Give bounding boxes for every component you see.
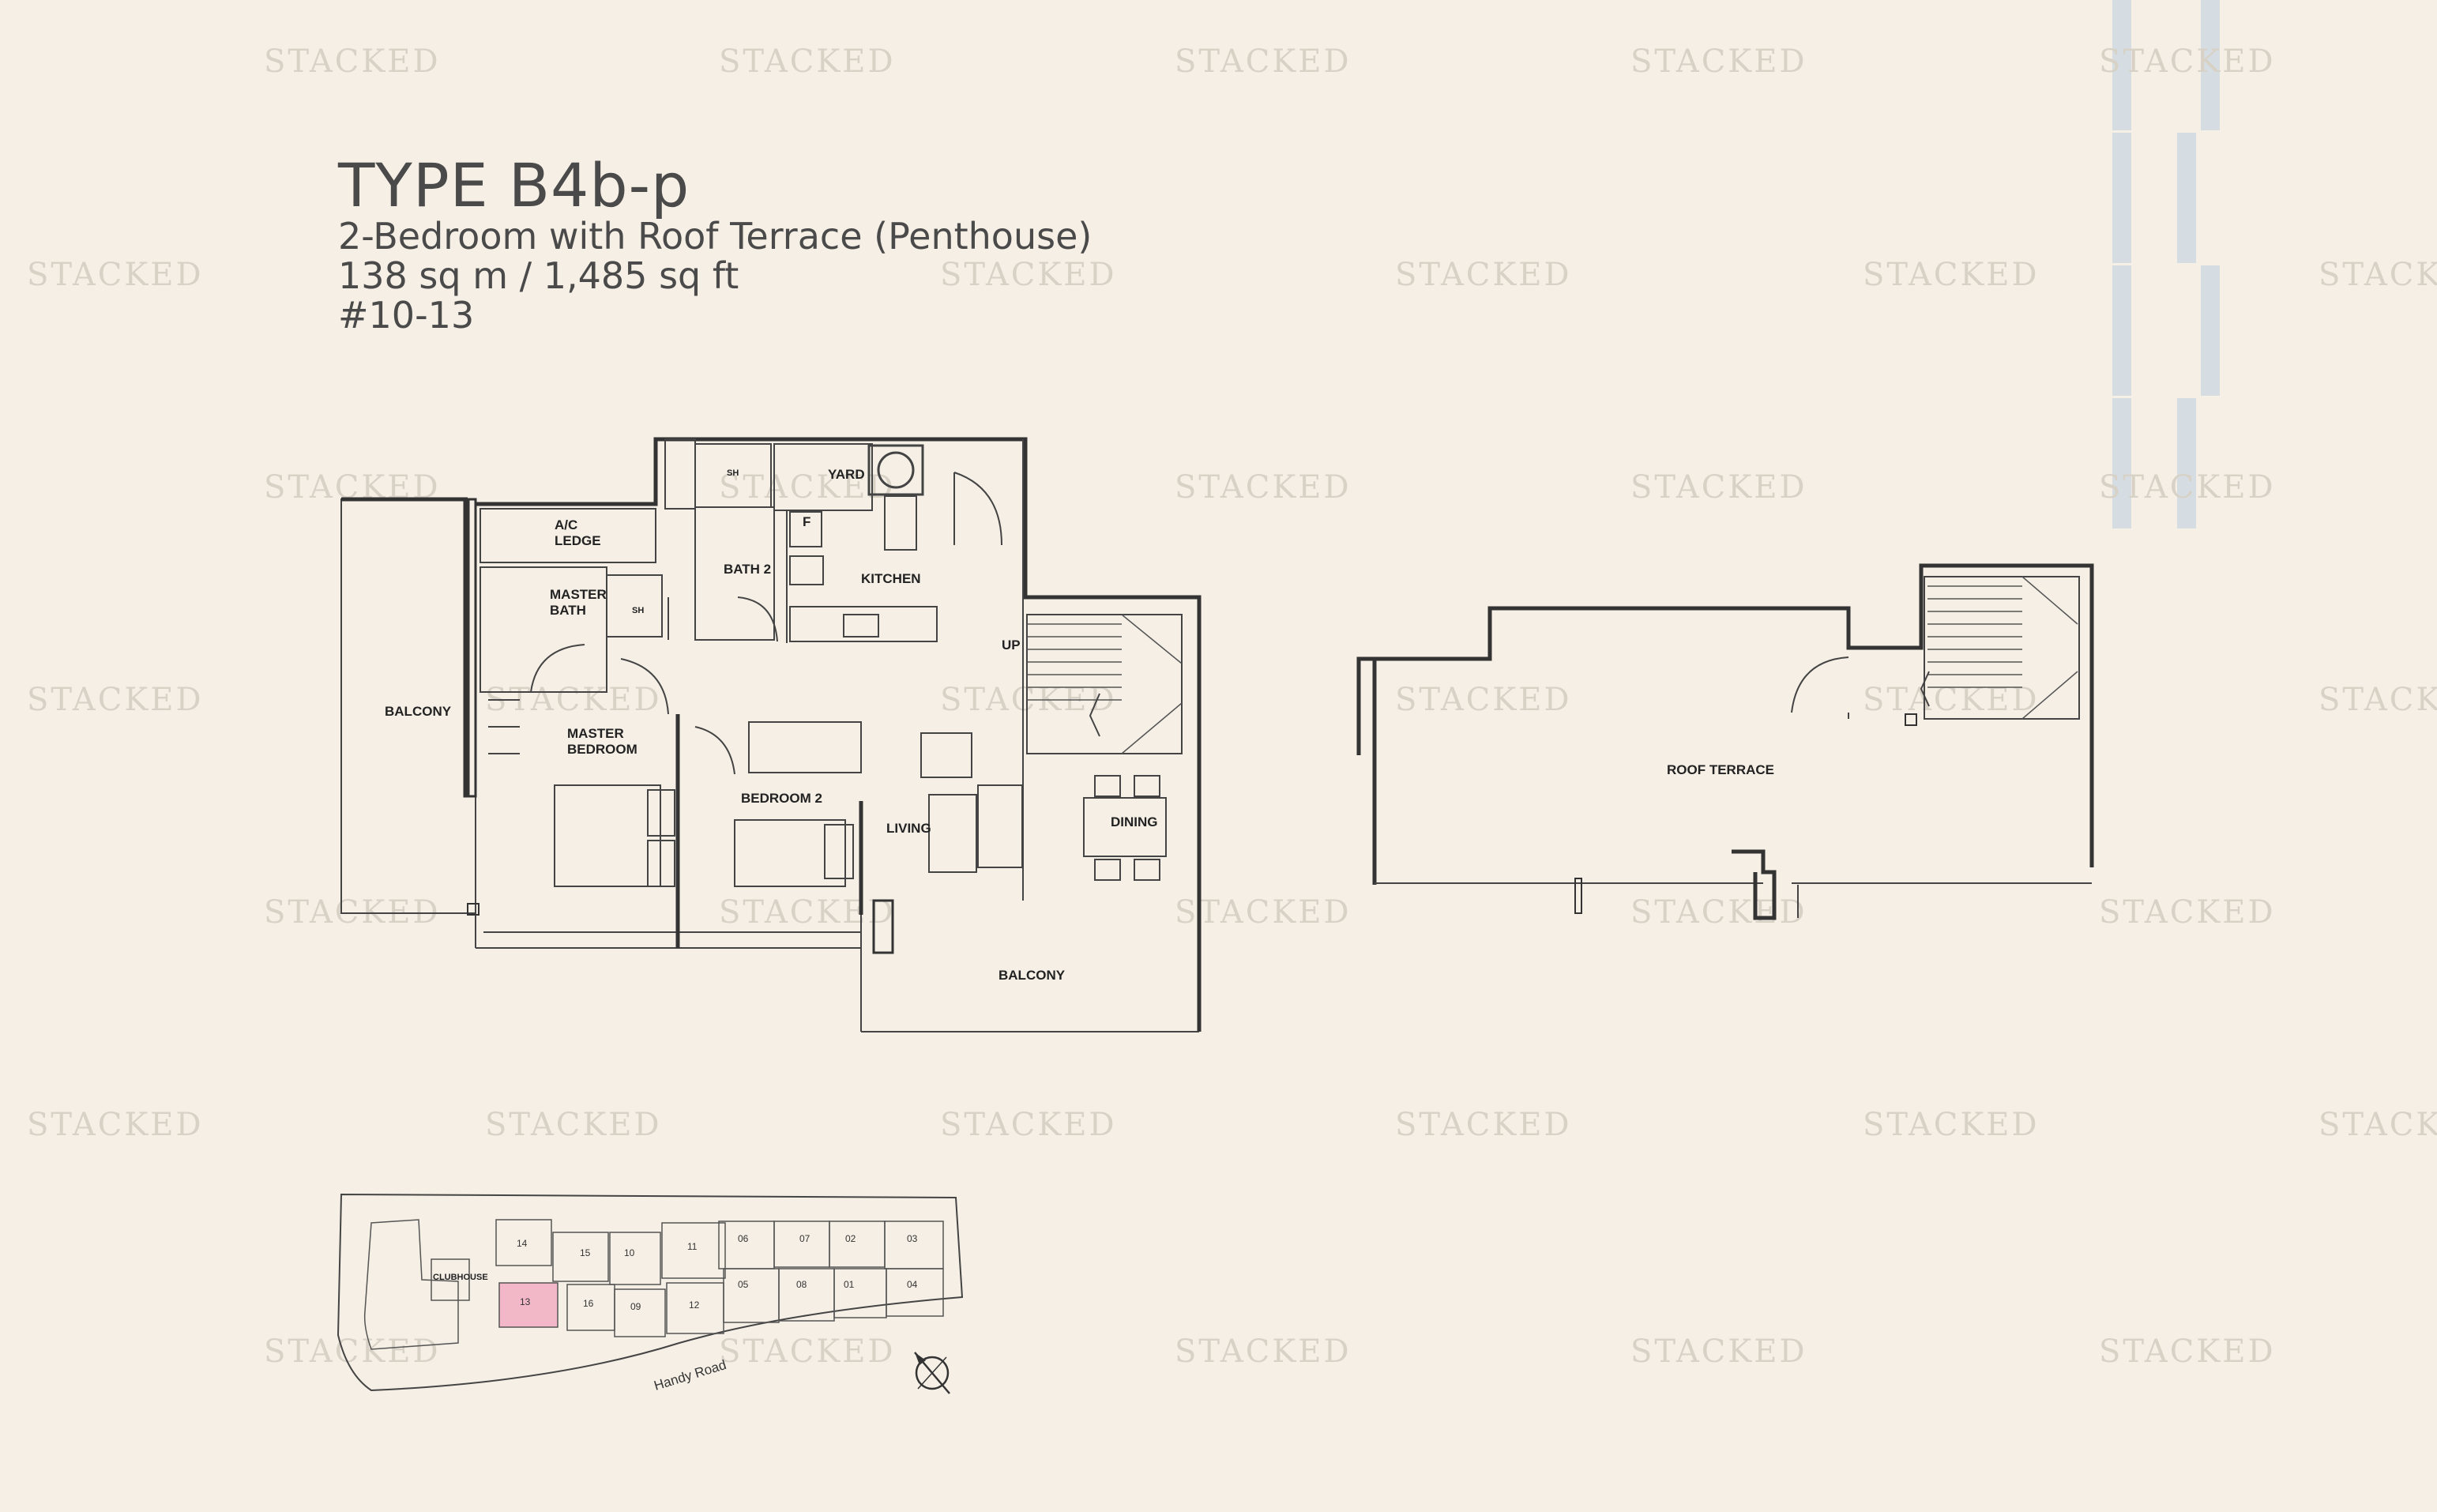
- site-unit-16: 16: [583, 1298, 594, 1309]
- watermark-text: STACKED: [1175, 894, 1352, 931]
- site-unit-08: 08: [796, 1279, 807, 1290]
- watermark-text: STACKED: [1175, 469, 1352, 506]
- watermark-text: STACKED: [2319, 1107, 2437, 1143]
- site-unit-04: 04: [907, 1279, 918, 1290]
- unit-description: 2-Bedroom with Roof Terrace (Penthouse): [338, 215, 1093, 258]
- site-unit-11: 11: [687, 1241, 698, 1252]
- lower-stairs: [1026, 614, 1183, 754]
- label-roof-terrace: ROOF TERRACE: [1667, 762, 1774, 777]
- unit-area: 138 sq m / 1,485 sq ft: [338, 254, 739, 297]
- unit-type-title: TYPE B4b-p: [338, 150, 690, 220]
- watermark-text: STACKED: [2319, 682, 2437, 718]
- watermark-text: STACKED: [1630, 1333, 1807, 1370]
- site-unit-06: 06: [738, 1233, 749, 1244]
- decorative-bars: [2112, 0, 2220, 528]
- site-unit-14: 14: [517, 1238, 528, 1249]
- watermark-text: STACKED: [719, 469, 896, 506]
- label-balcony-west: BALCONY: [385, 704, 452, 719]
- site-unit-05: 05: [738, 1279, 749, 1290]
- label-sh-bath2: SH: [727, 468, 739, 478]
- watermark-text: STACKED: [940, 257, 1117, 293]
- north-arrow-icon: [914, 1352, 950, 1394]
- watermark-text: STACKED: [719, 1333, 896, 1370]
- watermark-text: STACKED: [719, 894, 896, 931]
- label-balcony-south: BALCONY: [998, 968, 1066, 983]
- site-unit-09: 09: [630, 1301, 641, 1312]
- road-label: Handy Road: [652, 1357, 728, 1394]
- label-yard: YARD: [828, 467, 865, 482]
- watermark-text: STACKED: [264, 43, 441, 80]
- site-unit-01: 01: [844, 1279, 855, 1290]
- watermark-text: STACKED: [27, 682, 204, 718]
- watermark-text: STACKED: [1175, 1333, 1352, 1370]
- upper-floor-plan: ROOF TERRACE: [1356, 563, 2094, 920]
- watermark-text: STACKED: [2099, 43, 2276, 80]
- label-sh-master: SH: [632, 606, 644, 615]
- watermark-text: STACKED: [1175, 43, 1352, 80]
- watermark-text: STACKED: [264, 1333, 441, 1370]
- site-unit-10: 10: [624, 1247, 635, 1258]
- watermarks: STACKED STACKED STACKED STACKED STACKED …: [27, 43, 2437, 1370]
- watermark-text: STACKED: [2099, 1333, 2276, 1370]
- title-block: TYPE B4b-p 2-Bedroom with Roof Terrace (…: [338, 150, 1093, 337]
- watermark-text: STACKED: [940, 1107, 1117, 1143]
- watermark-text: STACKED: [485, 1107, 662, 1143]
- site-unit-03: 03: [907, 1233, 918, 1244]
- label-fridge: F: [803, 514, 810, 529]
- label-dining: DINING: [1111, 814, 1158, 829]
- label-clubhouse: CLUBHOUSE: [433, 1273, 488, 1282]
- watermark-text: STACKED: [1630, 894, 1807, 931]
- watermark-text: STACKED: [2099, 469, 2276, 506]
- site-unit-02: 02: [845, 1233, 856, 1244]
- watermark-text: STACKED: [1630, 469, 1807, 506]
- site-unit-13: 13: [520, 1296, 531, 1307]
- label-up: UP: [1002, 638, 1021, 653]
- label-kitchen: KITCHEN: [861, 571, 921, 586]
- watermark-text: STACKED: [719, 43, 896, 80]
- watermark-text: STACKED: [1863, 257, 2040, 293]
- watermark-text: STACKED: [2319, 257, 2437, 293]
- watermark-text: STACKED: [1395, 257, 1572, 293]
- site-unit-12: 12: [689, 1299, 700, 1311]
- watermark-text: STACKED: [27, 257, 204, 293]
- watermark-text: STACKED: [2099, 894, 2276, 931]
- label-living: LIVING: [886, 821, 931, 836]
- watermark-text: STACKED: [1863, 1107, 2040, 1143]
- site-unit-07: 07: [799, 1233, 810, 1244]
- watermark-text: STACKED: [1395, 1107, 1572, 1143]
- site-unit-15: 15: [580, 1247, 591, 1258]
- watermark-text: STACKED: [1395, 682, 1572, 718]
- watermark-text: STACKED: [27, 1107, 204, 1143]
- highlighted-unit-13: [498, 1282, 558, 1328]
- watermark-text: STACKED: [1630, 43, 1807, 80]
- unit-number: #10-13: [338, 294, 475, 337]
- label-bedroom2: BEDROOM 2: [741, 791, 822, 806]
- label-bath2: BATH 2: [724, 562, 771, 577]
